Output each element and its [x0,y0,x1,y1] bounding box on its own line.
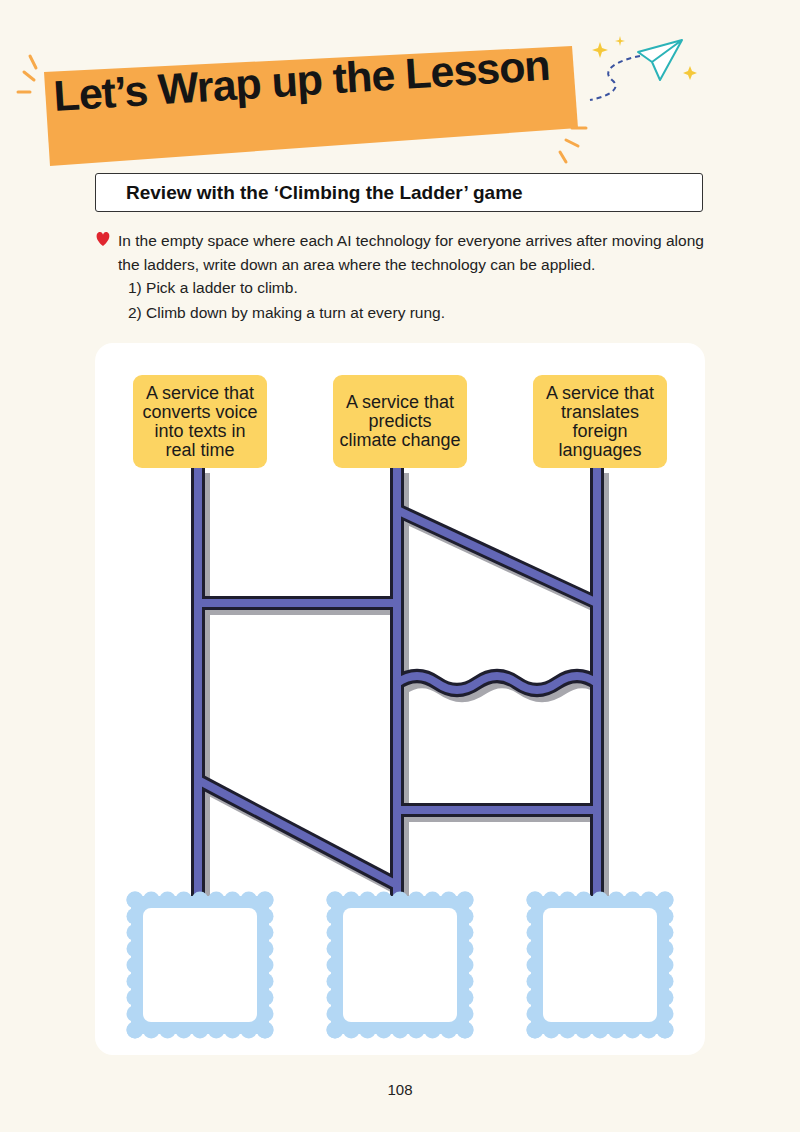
node-text: Review with the ‘Climbing the Ladder’ ga… [126,182,523,204]
step-item: 2) Climb down by making a turn at every … [128,301,688,325]
page-number: 108 [360,1081,440,1098]
game-panel [95,343,705,1055]
technology-box: A service that translates foreign langua… [533,375,667,468]
node-text: A service that predicts climate change [338,393,462,450]
node-text: A service that translates foreign langua… [538,384,662,460]
heading-box: Review with the ‘Climbing the Ladder’ ga… [95,173,703,212]
instruction-text: In the empty space where each AI technol… [118,229,708,277]
technology-box: A service that converts voice into texts… [133,375,267,468]
banner-sparks [560,128,586,162]
node-text: A service that converts voice into texts… [138,384,262,460]
paper-plane-doodle [590,36,697,100]
step-item: 1) Pick a ladder to climb. [128,276,688,300]
banner-sparks [18,56,36,92]
heart-bullet [97,232,110,246]
ladder-lines [198,468,602,905]
technology-box: A service that predicts climate change [333,375,467,468]
answer-boxes [127,892,674,1039]
